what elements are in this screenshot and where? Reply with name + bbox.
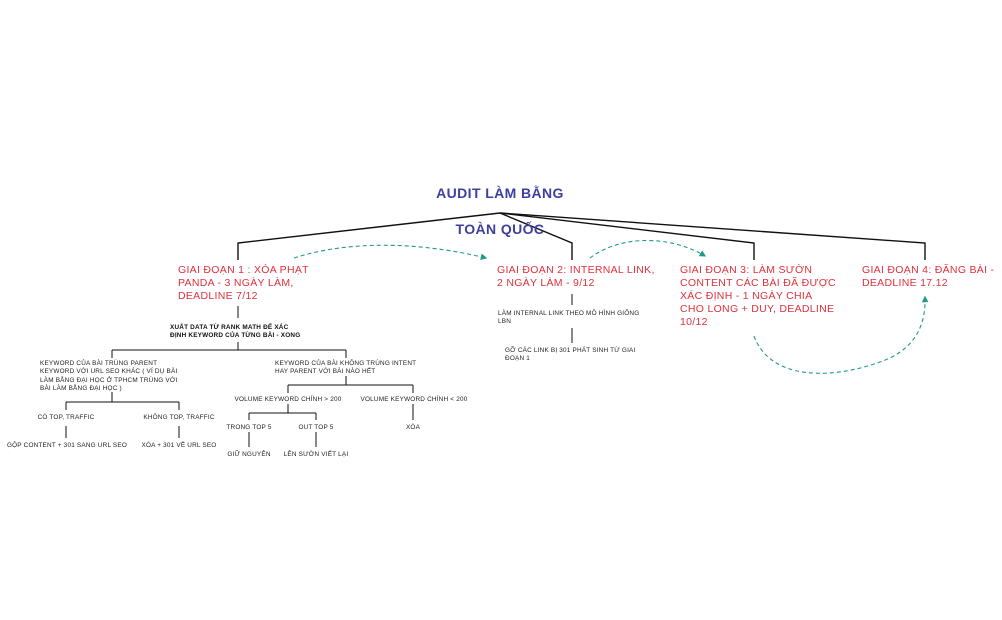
- left-has-top-action: GỘP CONTENT + 301 SANG URL SEO: [6, 442, 128, 449]
- left-has-top: CÓ TOP, TRAFFIC: [37, 414, 95, 421]
- root-to-phase1: [237, 212, 501, 260]
- right-in-top5: TRONG TOP 5: [226, 424, 272, 431]
- right-vol-high: VOLUME KEYWORD CHÍNH > 200: [234, 396, 342, 403]
- left-no-top-action: XÓA + 301 VỀ URL SEO: [141, 442, 217, 449]
- phase2-step2: GỠ CÁC LINK BỊ 301 PHÁT SINH TỪ GIAI ĐOẠ…: [505, 347, 636, 363]
- right-keep: GIỮ NGUYÊN: [227, 451, 271, 458]
- root-connectors: [237, 212, 926, 260]
- root-title-line2: TOÀN QUỐC: [455, 221, 545, 237]
- arrow-phase2-to-phase3: [589, 239, 707, 259]
- phase1-left-branch: KEYWORD CỦA BÀI TRÙNG PARENT KEYWORD VỚI…: [40, 360, 178, 393]
- phase1-tree: [65, 306, 414, 447]
- left-no-top: KHÔNG TOP, TRAFFIC: [143, 414, 215, 421]
- arrow-phase3-to-phase4: [753, 295, 929, 374]
- right-delete: XÓA: [405, 424, 421, 431]
- root-to-phase2: [499, 212, 573, 260]
- phase1-title: GIAI ĐOẠN 1 : XÓA PHẠT PANDA - 3 NGÀY LÀ…: [178, 264, 309, 302]
- dashed-arrows: [293, 239, 929, 374]
- root-to-phase4: [499, 212, 926, 260]
- phase1-right-branch: KEYWORD CỦA BÀI KHÔNG TRÙNG INTENT HAY P…: [275, 360, 417, 376]
- right-rewrite: LÊN SƯỜN VIẾT LẠI: [283, 451, 349, 458]
- phase2-step1: LÀM INTERNAL LINK THEO MÔ HÌNH GIỐNG LBN: [498, 310, 640, 326]
- right-out-top5: OUT TOP 5: [298, 424, 334, 431]
- phase1-export-step: XUẤT DATA TỪ RANK MATH ĐỂ XÁC ĐỊNH KEYWO…: [170, 324, 301, 340]
- phase3-title: GIAI ĐOẠN 3: LÀM SƯỜN CONTENT CÁC BÀI ĐÃ…: [680, 264, 836, 328]
- phase4-title: GIAI ĐOẠN 4: ĐĂNG BÀI - DEADLINE 17.12: [862, 264, 995, 289]
- right-vol-low: VOLUME KEYWORD CHÍNH < 200: [360, 396, 468, 403]
- phase2-title: GIAI ĐOẠN 2: INTERNAL LINK, 2 NGÀY LÀM -…: [497, 264, 655, 289]
- arrow-phase1-to-phase2: [293, 244, 488, 260]
- root-to-phase3: [499, 212, 755, 260]
- root-title-line1: AUDIT LÀM BẰNG: [436, 185, 564, 201]
- root-title: AUDIT LÀM BẰNG TOÀN QUỐC: [420, 166, 580, 256]
